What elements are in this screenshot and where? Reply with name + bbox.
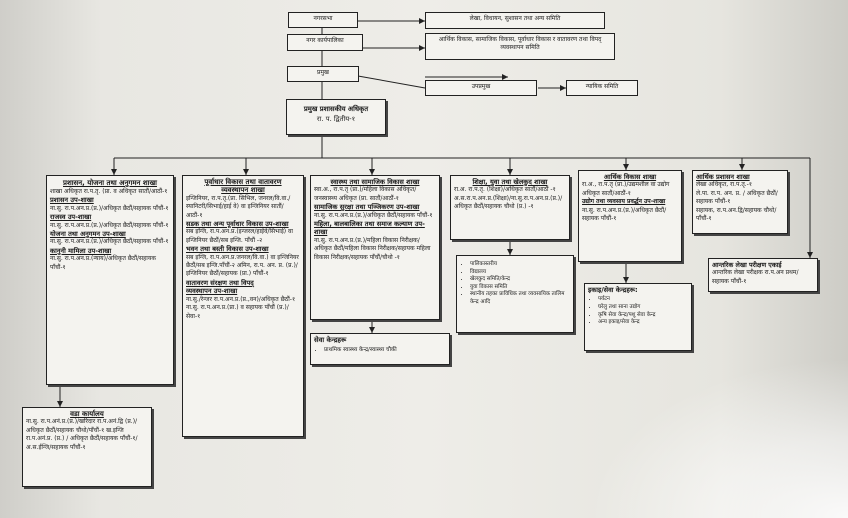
finance-branch-staff-3: सहायक, रा.प.अन.द्वि/सहायक चौथो/पाँचौं-१ xyxy=(696,206,777,223)
legal-subbranch-title: कानुनी मामिला उप-शाखा xyxy=(50,246,112,255)
nagarsabha-label: नगरसभा xyxy=(313,15,333,22)
health-branch-title: स्वास्थ्य तथा सामाजिक विकास शाखा xyxy=(330,178,420,186)
economic-unit-item: घरेलु तथा साना उद्योग xyxy=(598,304,688,312)
finance-admin-branch-box: आर्थिक प्रशासन शाखा लेखा अधिकृत, रा.प.तृ… xyxy=(692,170,788,234)
arthik-samiti-box: आर्थिक विकास, सामाजिक विकास, पूर्वाधार व… xyxy=(425,33,615,60)
environment-subbranch-title: वातावरण संरक्षण तथा विपद् xyxy=(186,278,254,287)
industry-subbranch-title: उद्योग तथा व्यवसाय प्रवर्द्धन उप-शाखा xyxy=(582,198,666,206)
pramukh-box: प्रमुख xyxy=(287,66,359,82)
nyayik-samiti-box: न्यायिक समिति xyxy=(566,80,638,96)
economic-development-branch-box: आर्थिक विकास शाखा रा.अ., रा.प.तृ (प्रा.)… xyxy=(578,170,682,262)
arthik-samiti-label: आर्थिक विकास, सामाजिक विकास, पूर्वाधार व… xyxy=(438,36,602,52)
education-branch-staff-1: रा.अ. रा.प.तृ. (शिक्षा)/अधिकृत सातौं/आठौ… xyxy=(454,186,556,194)
economic-branch-staff: रा.अ., रा.प.तृ (प्रा.)/उद्यमशील वा उद्यो… xyxy=(582,181,670,197)
education-branch-box: शिक्षा, युवा तथा खेलकुद शाखा रा.अ. रा.प.… xyxy=(450,175,570,240)
service-centers-box: सेवा केन्द्रहरू प्राथमिक स्वास्थ्य केन्द… xyxy=(310,333,450,365)
finance-branch-staff-2: ले.पा. रा.प. अन. प्र. / अधिकृत छैठौं/सहा… xyxy=(696,189,778,206)
building-subbranch-title: भवन तथा बस्ती विकास उप-शाखा xyxy=(186,245,269,254)
upapramukh-label: उपप्रमुख xyxy=(471,83,491,90)
economic-units-box: इकाइ/सेवा केन्द्रहरू: पर्यटन घरेलु तथा स… xyxy=(584,283,692,351)
lekha-samiti-label: लेखा, विधायन, सुशासन तथा अन्य समिति xyxy=(469,15,561,22)
admin-branch-title: प्रशासन, योजना तथा अनुगमन शाखा xyxy=(63,179,157,187)
infra-branch-title: पूर्वाधार विकास तथा वातावरण xyxy=(204,178,282,186)
internal-audit-box: आन्तरिक लेखा परीक्षण एकाई आन्तरिक लेखा प… xyxy=(708,258,818,292)
nyayik-samiti-label: न्यायिक समिति xyxy=(585,83,619,90)
internal-audit-title: आन्तरिक लेखा परीक्षण एकाई xyxy=(712,261,782,269)
education-unit-item: युवा विकास समिति xyxy=(470,284,570,292)
ward-office-staff: ना.सु. रा.प.अनं.प्र.(प्र.)/खरिदार रा.प.अ… xyxy=(26,418,138,451)
economic-branch-title: आर्थिक विकास शाखा xyxy=(603,173,657,181)
education-unit-item: विद्यालय xyxy=(470,269,570,277)
finance-branch-staff-1: लेखा अधिकृत, रा.प.तृ.-१ xyxy=(696,181,752,189)
internal-audit-staff: आन्तरिक लेखा परीक्षक रा.प.अन प्रथम/सहायक… xyxy=(712,269,799,285)
cao-rank: रा. प. द्वितीय-१ xyxy=(316,115,356,123)
education-branch-title: शिक्षा, युवा तथा खेलकुद शाखा xyxy=(472,178,548,186)
industry-subbranch-staff: ना.सु. रा.प.अन.प्र.(प्र.)/अधिकृत छैठौं/स… xyxy=(582,206,667,223)
road-subbranch-title: सडक तथा अन्य पूर्वाधार विकास उप-शाखा xyxy=(186,220,289,229)
environment-subbranch-staff-1: ना.सु./रेन्जर रा.प.अन.प्र.(प्र.,वन)/अधिक… xyxy=(186,295,296,303)
infra-branch-staff: इन्जिनियर, रा.प.तृ.(प्रा. सिभिल, जनरल/वि… xyxy=(186,194,291,219)
ward-office-box: वडा कार्यालय ना.सु. रा.प.अनं.प्र.(प्र.)/… xyxy=(22,407,152,487)
ward-office-title: वडा कार्यालय xyxy=(70,410,104,418)
lekha-samiti-box: लेखा, विधायन, सुशासन तथा अन्य समिति xyxy=(425,12,605,29)
karyapalika-box: नगर कार्यपालिका xyxy=(287,34,363,51)
environment-subbranch-title-2: व्यवस्थापन उप-शाखा xyxy=(186,287,238,296)
planning-subbranch-title: योजना तथा अनुगमन उप-शाखा xyxy=(50,230,126,239)
revenue-subbranch-staff: ना.सु. रा.प.अन.प्र.(प्र.)/अधिकृत छैठौं/स… xyxy=(50,221,169,229)
pramukh-label: प्रमुख xyxy=(317,69,329,76)
cao-title: प्रमुख प्रशासकीय अधिकृत xyxy=(303,105,369,113)
economic-unit-item: पर्यटन xyxy=(598,296,688,304)
road-subbranch-staff: सब इन्जि, रा.प.अन.प्र.(इन्जरल/हाईवे/सिभा… xyxy=(186,228,293,244)
planning-subbranch-staff: ना.सु. रा.प.अन.प्र.(प्र.)/अधिकृत छैठौं/स… xyxy=(50,238,169,246)
service-center-item: प्राथमिक स्वास्थ्य केन्द्र/स्वास्थ्य चौक… xyxy=(324,346,446,354)
environment-subbranch-staff-2: ना.सु. रा.प.अन.प्र.(प्रा.) व सहायक पाँचौ… xyxy=(186,304,289,320)
education-unit-item: खेलकुद समिति/केन्द्र xyxy=(470,276,570,284)
health-branch-staff: स्वा.अ., रा.प.तृ (प्रा.)/महिला विकास अधि… xyxy=(314,186,417,202)
legal-subbranch-staff: ना.सु. रा.प.अन.प्र.(न्याय)/अधिकृत छैठौं/… xyxy=(50,255,156,271)
education-unit-item: पालिकास्तरीय xyxy=(470,261,570,269)
admin-subbranch-staff: ना.सु. रा.प.अन.प्र.(प्र.)/अधिकृत छैठौं/स… xyxy=(50,204,169,212)
women-children-subbranch-title: महिला, बालबालिका तथा समाज कल्याण उप-शाखा xyxy=(314,220,425,237)
economic-unit-item: कृषि सेवा केन्द्र/पशु सेवा केन्द्र xyxy=(598,312,688,320)
karyapalika-label: नगर कार्यपालिका xyxy=(306,37,344,44)
social-security-subbranch-title: सामाजिक सुरक्षा तथा पञ्जिकरण उप-शाखा xyxy=(314,203,420,212)
health-social-branch-box: स्वास्थ्य तथा सामाजिक विकास शाखा स्वा.अ.… xyxy=(310,175,440,320)
women-children-subbranch-staff: ना.सु. रा.प.अन.प्र.(प्र.)/महिला विकास नि… xyxy=(314,236,431,261)
infra-branch-title-2: व्यवस्थापन शाखा xyxy=(221,186,265,195)
education-branch-staff-2: अ.स.रा.प.अन.प्र.(शिक्षा)/ना.सु.रा.प.अन.प… xyxy=(454,194,563,211)
admin-planning-branch-box: प्रशासन, योजना तथा अनुगमन शाखा शाखा अधिक… xyxy=(46,175,174,385)
education-unit-item: स्थानीय तहका प्राविधिक तथा व्यवसायिक ताल… xyxy=(470,291,570,306)
upapramukh-box: उपप्रमुख xyxy=(425,80,537,96)
economic-units-title: इकाइ/सेवा केन्द्रहरू: xyxy=(588,286,638,294)
revenue-subbranch-title: राजस्व उप-शाखा xyxy=(50,213,92,222)
building-subbranch-staff: सब इन्जि, रा.प.अन.प्र.जनरल/वि.वा.) वा इन… xyxy=(186,253,299,278)
cao-box: प्रमुख प्रशासकीय अधिकृत रा. प. द्वितीय-१ xyxy=(286,99,386,135)
admin-branch-staff: शाखा अधिकृत रा.प.तृ. (प्रा. व अधिकृत सात… xyxy=(50,188,168,195)
education-units-box: पालिकास्तरीय विद्यालय खेलकुद समिति/केन्द… xyxy=(456,255,574,333)
infrastructure-branch-box: पूर्वाधार विकास तथा वातावरण व्यवस्थापन श… xyxy=(182,175,304,437)
nagarsabha-box: नगरसभा xyxy=(288,12,358,28)
service-centers-title: सेवा केन्द्रहरू xyxy=(314,336,347,344)
photo-glare xyxy=(588,358,848,518)
social-security-subbranch-staff: ना.सु. रा.प.अन.प्र.(प्र.)/अधिकृत छैठौं/स… xyxy=(314,211,433,219)
economic-unit-item: अन्य इकाइ/सेवा केन्द्र xyxy=(598,319,688,327)
admin-subbranch-title: प्रशासन उप-शाखा xyxy=(50,196,94,205)
finance-branch-title: आर्थिक प्रशासन शाखा xyxy=(696,173,750,181)
